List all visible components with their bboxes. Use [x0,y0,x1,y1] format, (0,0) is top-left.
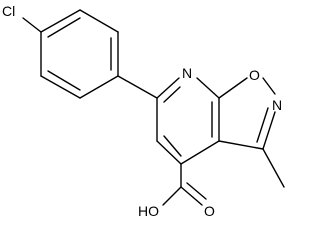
bond-py-c4-c5 [156,140,182,165]
bond-py-c6-n [156,77,180,99]
bond-ph-double-a [47,17,81,38]
carbonyl-oxygen-label: O [204,203,215,218]
chlorine-label: Cl [2,3,15,19]
bond-isox-n-c3-double [256,107,269,143]
bond-ph-1-2 [40,9,81,33]
bond-methyl [262,148,285,188]
bond-c-o-double-b [186,182,207,200]
bond-py-double-a [163,86,181,103]
bond-py-double-c [163,135,182,157]
bond-ph-py [117,75,158,99]
hydroxyl-label: HO [138,203,159,218]
atom-labels: Cl N O N HO O [2,3,282,218]
ring-oxygen-label: O [249,67,260,83]
bond-ph-4-5 [79,75,119,99]
bonds [22,9,285,206]
chemical-structure: Cl N O N HO O [2,3,285,218]
bond-c-o-double-a [180,186,203,206]
bond-c-oh [162,186,182,206]
bond-ph-5-6 [40,75,81,99]
bond-isox-n-c3 [262,111,276,150]
bond-py-c3a-c4 [180,140,220,165]
bond-isox-c7a-o [218,77,248,99]
bond-cl-c [22,17,42,33]
bond-py-n-c7a [196,77,220,99]
isoxazole-nitrogen-label: N [272,97,282,113]
bond-ph-2-3 [79,9,119,33]
bond-isox-o-n [262,77,276,95]
pyridine-nitrogen-label: N [182,65,192,81]
bond-ph-double-c [47,70,81,91]
bond-isox-c3-c3a [218,140,264,150]
